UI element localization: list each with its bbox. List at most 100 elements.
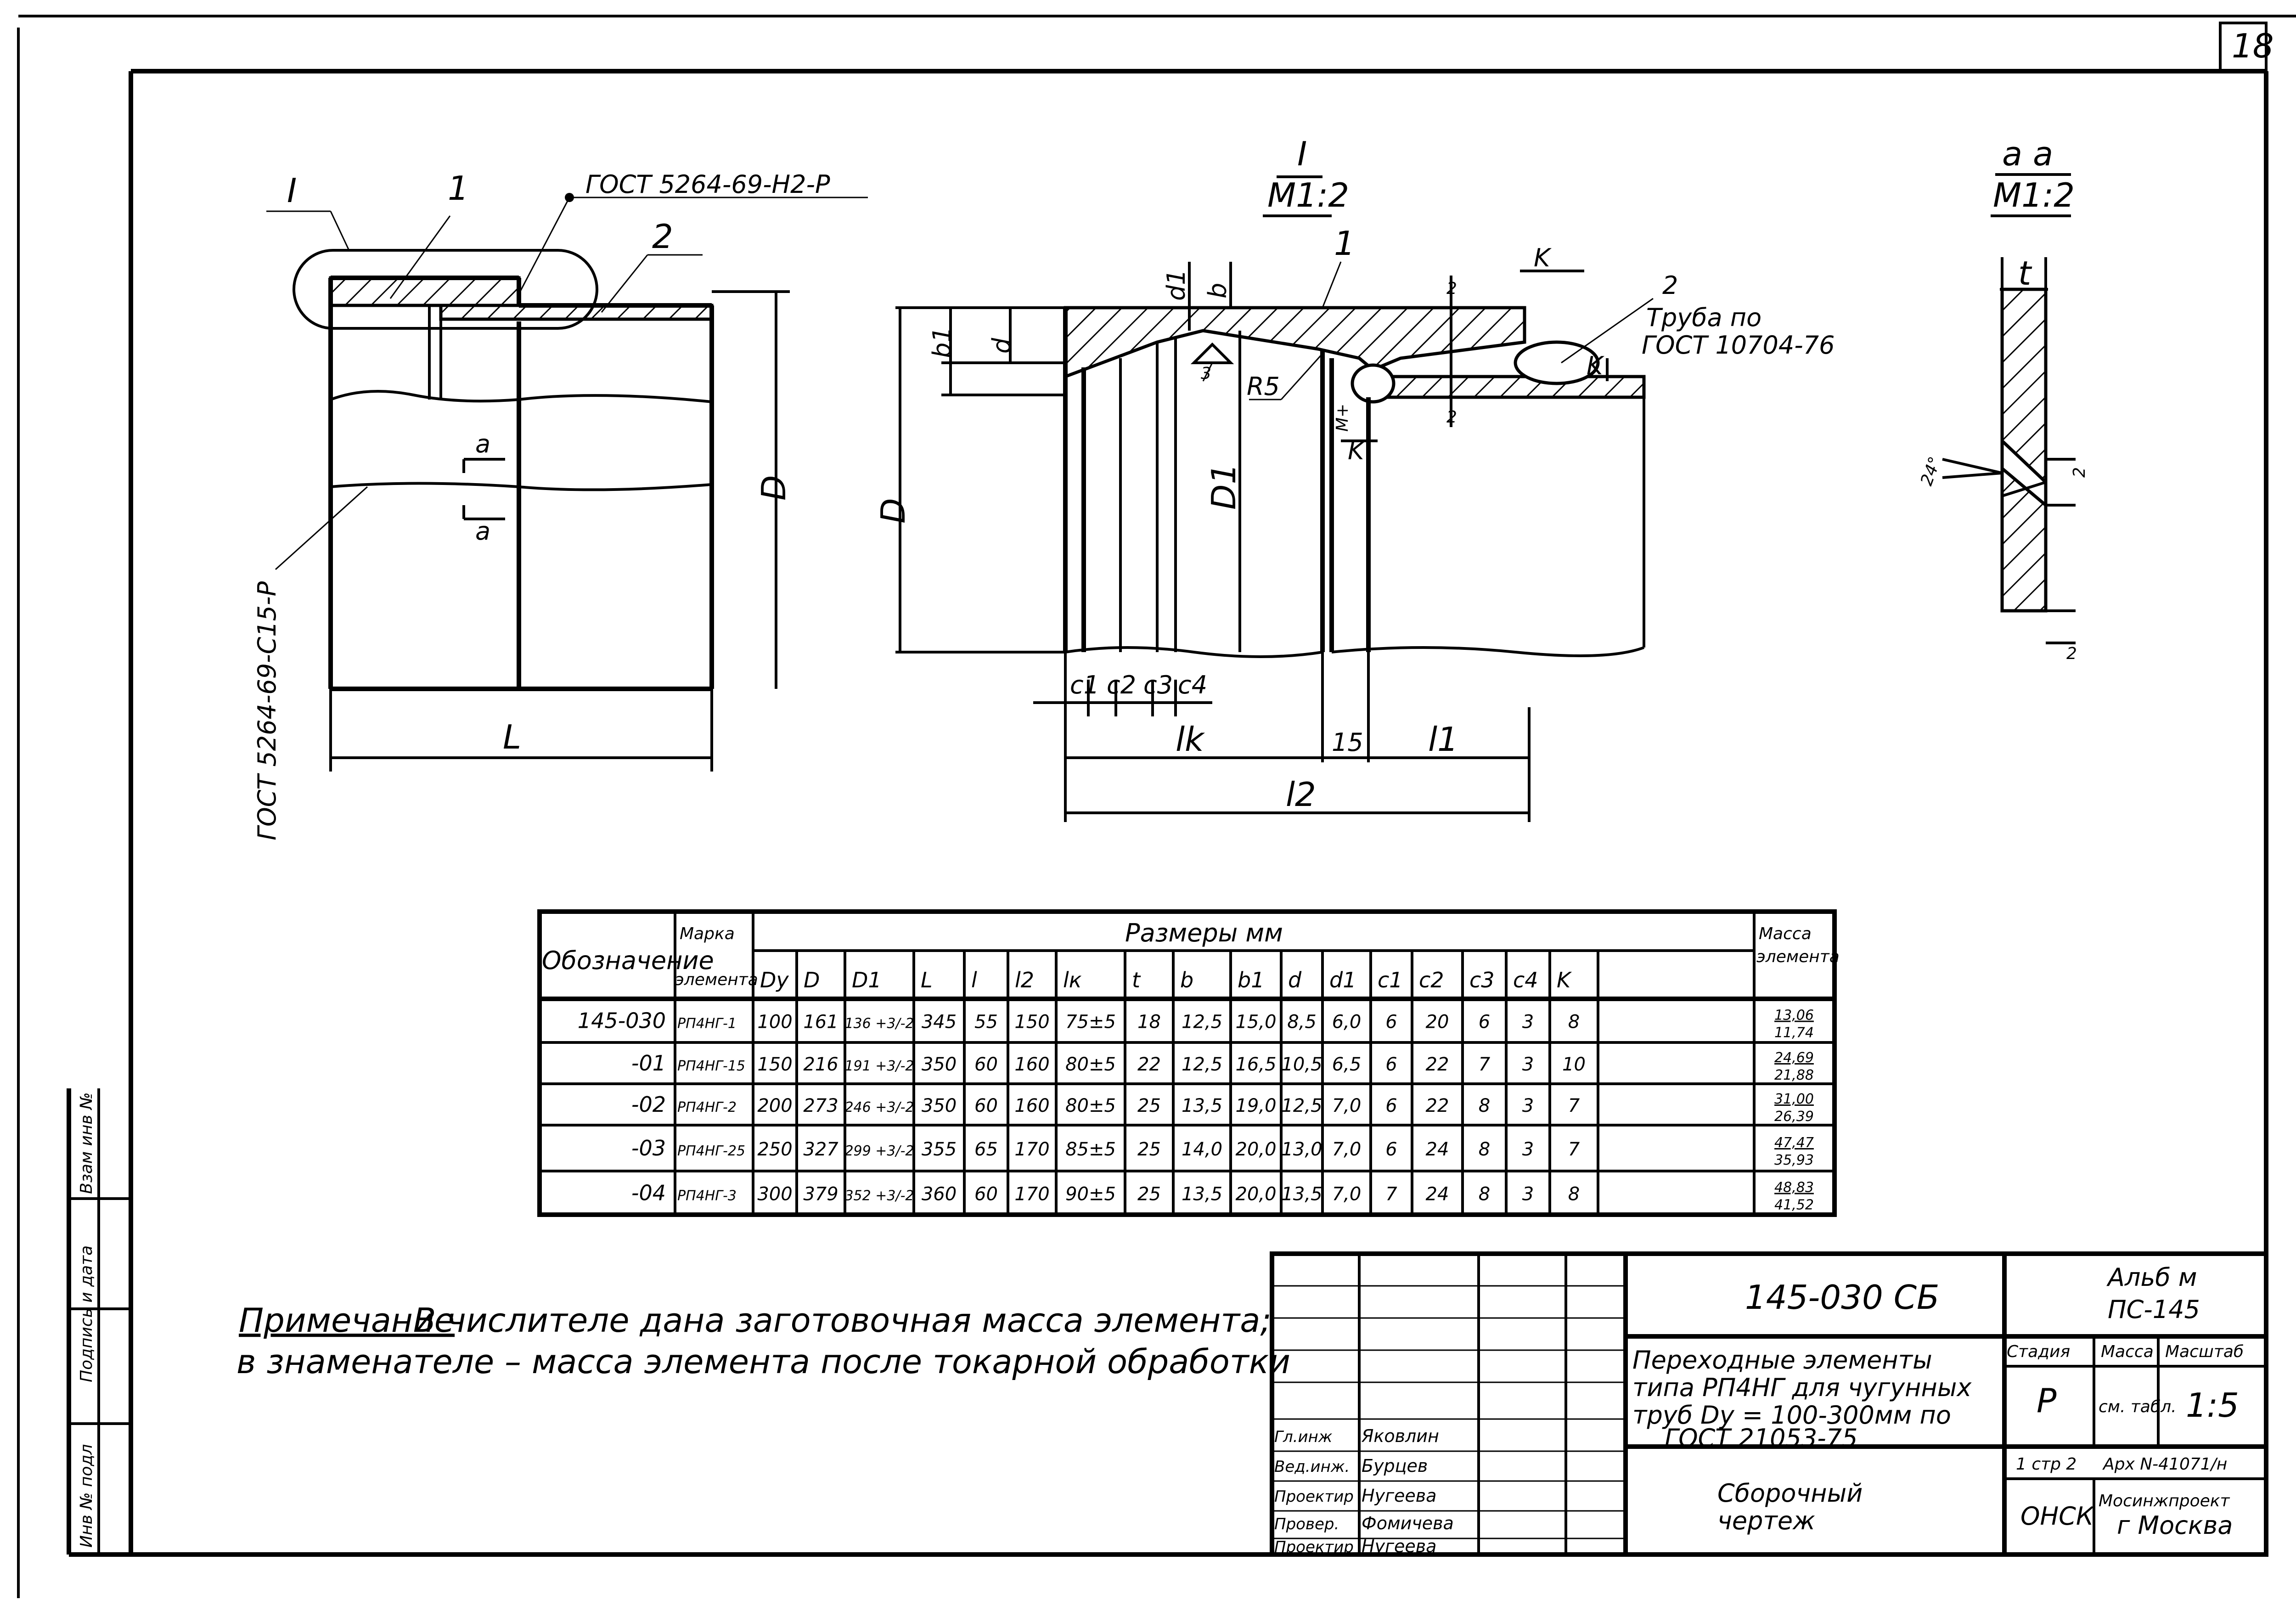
staff-role: Проектир	[1274, 1538, 1354, 1556]
album-l1: Альб м	[2106, 1263, 2197, 1292]
table-cell-designation: -04	[631, 1181, 666, 1205]
table-cell: 170	[1014, 1139, 1049, 1160]
stamp-signature-date: Подпись и дата	[77, 1245, 96, 1382]
table-col-header: Dу	[760, 968, 789, 992]
detail-view	[895, 262, 1654, 822]
dept-code: ОНСК	[2020, 1502, 2095, 1531]
page-number: 18	[2232, 27, 2274, 65]
table-cell: 6	[1385, 1054, 1397, 1075]
table-cell: 7	[1385, 1184, 1397, 1205]
table-cell-mass-final: 21,88	[1774, 1067, 1814, 1083]
table-cell: 90±5	[1065, 1184, 1116, 1205]
dim-D-detail: D	[874, 498, 912, 524]
table-cell: 246 +3/-2	[844, 1099, 914, 1115]
detail-scale: M1:2	[1267, 176, 1349, 214]
table-cell-mark: РП4НГ-2	[677, 1099, 737, 1115]
table-cell: 3	[1522, 1184, 1534, 1205]
table-col-header: l2	[1015, 968, 1034, 992]
table-cell: 10,5	[1281, 1054, 1322, 1075]
table-col-header: D1	[852, 968, 882, 992]
table-cell: 352 +3/-2	[844, 1188, 914, 1204]
dim-lk: lk	[1176, 720, 1205, 759]
table-col-header: K	[1557, 968, 1572, 992]
table-cell: 8	[1479, 1184, 1490, 1205]
table-cell: 13,5	[1182, 1184, 1222, 1205]
dim-15: 15	[1332, 728, 1363, 757]
table-cell: 14,0	[1182, 1139, 1222, 1160]
weld-dim-2a: 2	[1446, 279, 1457, 298]
th-mark-l1: Марка	[680, 924, 735, 943]
table-cell: 6	[1385, 1139, 1397, 1160]
table-cell-mass-blank: 24,69	[1774, 1050, 1814, 1066]
table-cell: 6,0	[1332, 1012, 1362, 1033]
dim-c3: c3	[1143, 670, 1173, 699]
callout-part2-detail: 2	[1662, 271, 1678, 300]
pipe-note-l2: ГОСТ 10704-76	[1642, 331, 1835, 360]
dim-l1: l1	[1428, 720, 1458, 759]
table-cell: 60	[974, 1054, 998, 1075]
table-cell: 16,5	[1235, 1054, 1276, 1075]
title-l1: Переходные элементы	[1632, 1346, 1932, 1374]
table-cell: 18	[1137, 1012, 1161, 1033]
dim-angle: 24°	[1917, 454, 1945, 488]
table-cell-mass-final: 11,74	[1774, 1025, 1814, 1041]
table-cell-mass-blank: 48,83	[1774, 1180, 1814, 1196]
table-cell: 10	[1562, 1054, 1586, 1075]
table-cell: 25	[1137, 1095, 1161, 1116]
table-cell: 8	[1568, 1184, 1580, 1205]
dim-c2: c2	[1107, 670, 1136, 699]
table-cell: 12,5	[1182, 1054, 1222, 1075]
table-cell: 80±5	[1065, 1054, 1116, 1075]
table-cell-mass-final: 26,39	[1774, 1109, 1814, 1125]
table-cell: 85±5	[1065, 1139, 1116, 1160]
section-view	[1942, 257, 2076, 644]
dim-c1: c1	[1070, 670, 1099, 699]
table-col-header: L	[921, 968, 933, 992]
table-cell: 6	[1479, 1012, 1490, 1033]
dim-d: d	[987, 338, 1016, 354]
table-cell: 360	[922, 1184, 957, 1205]
pipe-note-l1: Труба по	[1646, 303, 1761, 332]
table-cell-mark: РП4НГ-15	[677, 1058, 745, 1074]
dim-K-top: K	[1534, 243, 1552, 272]
section-mark-a-top: a	[475, 429, 490, 458]
stamp-inv-original: Инв № подл	[77, 1444, 96, 1548]
table-cell: 22	[1426, 1095, 1449, 1116]
th-mark-l2: элемента	[675, 970, 758, 989]
table-cell: 19,0	[1235, 1095, 1276, 1116]
dim-L-main: L	[503, 718, 521, 756]
table-col-header: b1	[1238, 968, 1264, 992]
table-cell: 200	[757, 1095, 792, 1116]
table-cell: 25	[1137, 1184, 1161, 1205]
table-cell: 250	[757, 1139, 792, 1160]
table-cell: 379	[803, 1184, 838, 1205]
staff-role: Провер.	[1274, 1515, 1339, 1533]
detail-title: I	[1297, 135, 1307, 173]
dimensions-table	[537, 909, 1837, 1217]
table-cell: 75±5	[1065, 1012, 1116, 1033]
table-cell: 22	[1426, 1054, 1449, 1075]
th-mass-l2: элемента	[1756, 947, 1840, 966]
scale-value: 1:5	[2186, 1386, 2239, 1425]
dim-d1: d1	[1162, 269, 1191, 301]
table-col-header: d	[1288, 968, 1302, 992]
table-cell-mark: РП4НГ-25	[677, 1143, 745, 1159]
table-cell: 191 +3/-2	[844, 1058, 914, 1074]
table-cell: 25	[1137, 1139, 1161, 1160]
dim-K-right: K	[1587, 351, 1604, 380]
table-cell: 6,5	[1332, 1054, 1362, 1075]
table-cell: 350	[922, 1095, 957, 1116]
table-cell: 355	[922, 1139, 957, 1160]
table-cell: 6	[1385, 1012, 1397, 1033]
callout-part1-detail: 1	[1334, 224, 1355, 263]
mass-value: см. табл.	[2099, 1397, 2177, 1416]
staff-role: Вед.инж.	[1274, 1458, 1350, 1476]
table-cell-mass-final: 41,52	[1774, 1197, 1814, 1213]
weld-symbol-3: 3	[1201, 364, 1211, 383]
table-cell-designation: -01	[631, 1051, 666, 1076]
table-cell: 150	[757, 1054, 792, 1075]
staff-name: Нугеева	[1362, 1536, 1436, 1556]
section-mark-a-bottom: a	[475, 517, 490, 546]
